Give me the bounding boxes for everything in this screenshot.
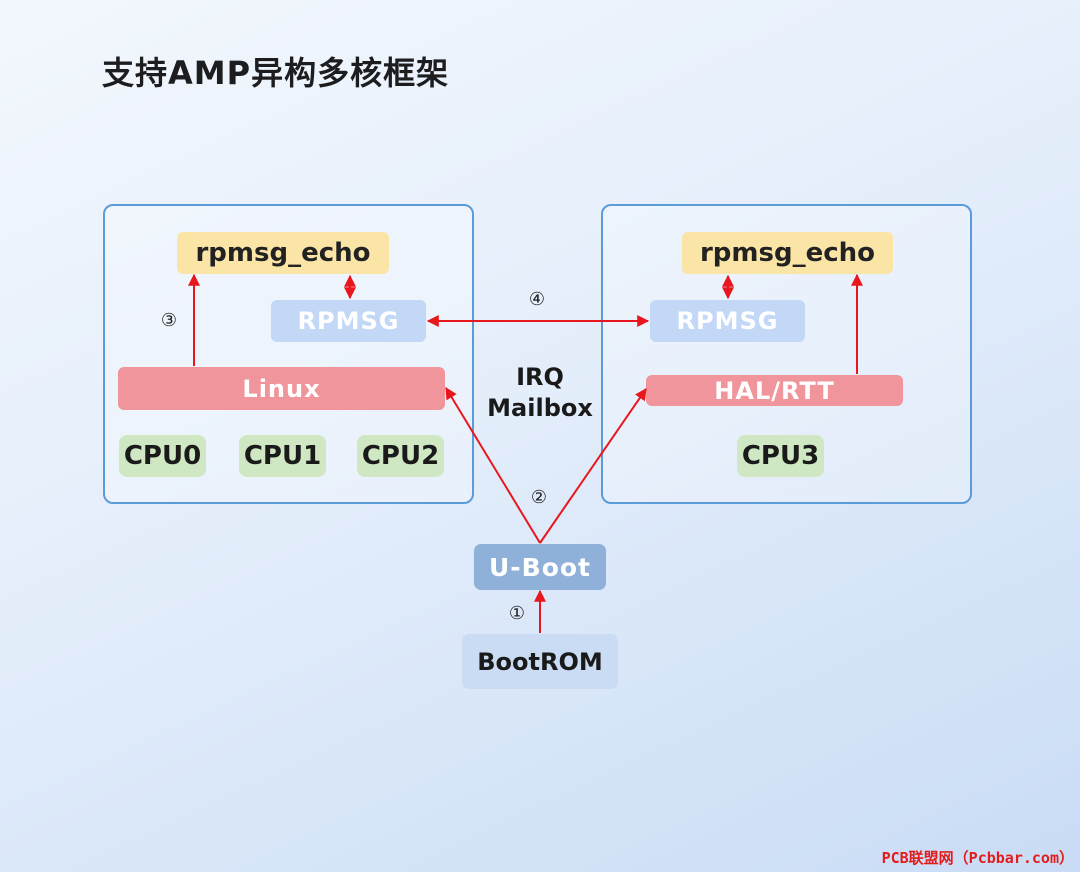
cpu0-box: CPU0 — [119, 435, 206, 477]
cpu2-box: CPU2 — [357, 435, 444, 477]
step-2-marker: ② — [530, 487, 548, 508]
irq-label: IRQ — [516, 363, 564, 391]
mailbox-label: Mailbox — [487, 394, 593, 422]
hal-rtt-box: HAL/RTT — [646, 375, 903, 406]
step-3-marker: ③ — [160, 310, 178, 331]
page-title: 支持AMP异构多核框架 — [102, 54, 450, 92]
cpu1-box: CPU1 — [239, 435, 326, 477]
arrow-uboot-to-hal-rtt — [539, 388, 647, 544]
linux-box: Linux — [118, 367, 445, 410]
right-rpmsg-box: RPMSG — [650, 300, 805, 342]
step-4-marker: ④ — [528, 289, 546, 310]
uboot-box: U-Boot — [474, 544, 606, 590]
step-1-marker: ① — [508, 603, 526, 624]
irq-mailbox-label: IRQ Mailbox — [480, 362, 600, 424]
right-rpmsg-echo-box: rpmsg_echo — [682, 232, 893, 274]
left-rpmsg-echo-box: rpmsg_echo — [177, 232, 389, 274]
arrow-uboot-to-linux — [445, 386, 541, 544]
left-rpmsg-box: RPMSG — [271, 300, 426, 342]
bootrom-box: BootROM — [462, 634, 618, 689]
watermark: PCB联盟网（Pcbbar.com） — [881, 849, 1074, 867]
cpu3-box: CPU3 — [737, 435, 824, 477]
